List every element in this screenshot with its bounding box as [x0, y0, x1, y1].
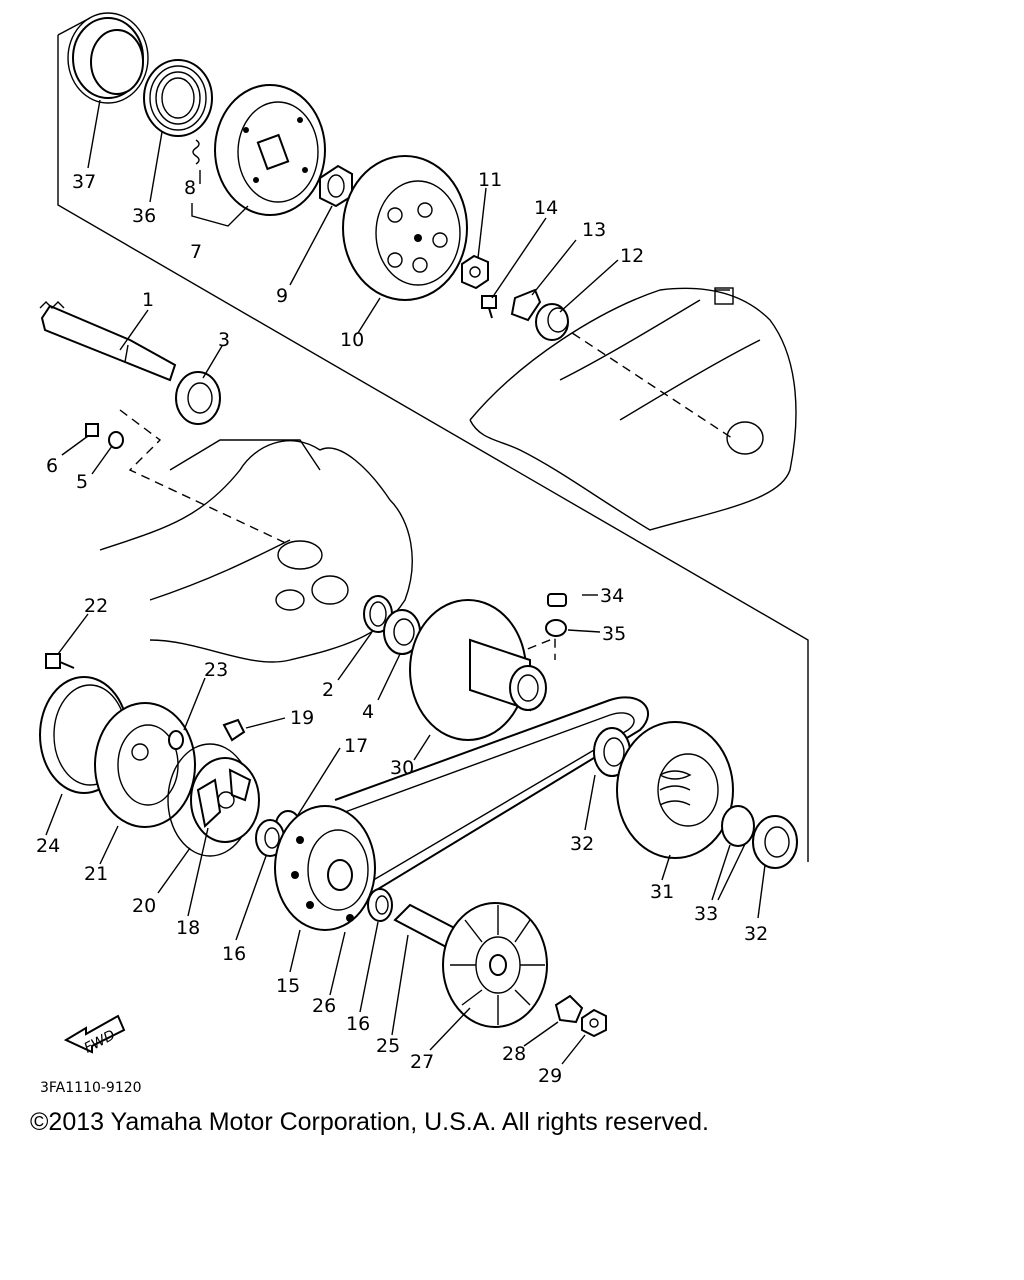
part-37-ring: [67, 12, 149, 104]
part-11-nut: [461, 254, 489, 290]
callouts: 37 36 8 7 9 10 11 14 13 12 1 3 6 5 22 23…: [36, 169, 768, 1087]
part-26-v-belt: [334, 696, 650, 901]
exploded-parts-diagram: FWD: [36, 12, 809, 1096]
part-21-cam-plate: [94, 702, 196, 828]
callout-37: 37: [72, 171, 96, 193]
callout-25: 25: [376, 1035, 400, 1057]
leader-lines: [45, 99, 766, 1065]
part-14-bolt: [481, 295, 497, 319]
callout-6: 6: [46, 455, 58, 477]
callout-32-lower: 32: [744, 923, 768, 945]
callout-16-lower: 16: [346, 1013, 370, 1035]
callout-15: 15: [276, 975, 300, 997]
callout-17: 17: [344, 735, 368, 757]
callout-32-upper: 32: [570, 833, 594, 855]
callout-23: 23: [204, 659, 228, 681]
callout-11: 11: [478, 169, 502, 191]
callout-4: 4: [362, 701, 374, 723]
callout-13: 13: [582, 219, 606, 241]
assembly-axis-lines: [119, 324, 736, 661]
callout-33: 33: [694, 903, 718, 925]
part-18-cam: [190, 757, 260, 843]
copyright-notice: ©2013 Yamaha Motor Corporation, U.S.A. A…: [30, 1108, 709, 1136]
callout-27: 27: [410, 1051, 434, 1073]
callout-1: 1: [142, 289, 154, 311]
callout-34: 34: [600, 585, 624, 607]
fwd-arrow-icon: FWD: [63, 1014, 126, 1057]
part-27-fan-sheave: [442, 902, 548, 1028]
part-30-secondary-sheave: [409, 599, 547, 741]
crankcase-outline: [99, 439, 413, 663]
callout-24: 24: [36, 835, 60, 857]
callout-20: 20: [132, 895, 156, 917]
part-7-clutch-carrier: [214, 84, 326, 216]
callout-2: 2: [322, 679, 334, 701]
callout-8: 8: [184, 177, 196, 199]
callout-30: 30: [390, 757, 414, 779]
part-1-shaft: [39, 301, 177, 382]
part-15-primary-sheave: [274, 805, 376, 931]
callout-16-upper: 16: [222, 943, 246, 965]
part-33-shim: [721, 805, 755, 847]
part-3-bearing: [175, 371, 221, 425]
callout-3: 3: [218, 329, 230, 351]
part-35-washer: [545, 619, 567, 637]
callout-22: 22: [84, 595, 108, 617]
callout-26: 26: [312, 995, 336, 1017]
part-31-sliding-sheave: [616, 721, 734, 859]
part-6-bolt: [85, 423, 99, 437]
part-23-damper: [168, 730, 184, 750]
callout-21: 21: [84, 863, 108, 885]
part-13-plate: [510, 288, 542, 322]
part-16-seal-lower: [367, 888, 393, 922]
part-32-seal-lower: [752, 815, 798, 869]
part-10-clutch-drum: [342, 155, 468, 301]
drawing-code: 3FA1110-9120: [40, 1080, 142, 1096]
part-34-bolt: [547, 593, 567, 607]
part-29-nut: [581, 1008, 607, 1038]
part-36-spring-stack: [143, 59, 213, 137]
callout-10: 10: [340, 329, 364, 351]
part-5-washer: [108, 431, 124, 449]
clutch-cover-outline: [469, 287, 797, 531]
callout-28: 28: [502, 1043, 526, 1065]
part-28-plate: [554, 994, 584, 1024]
callout-5: 5: [76, 471, 88, 493]
callout-29: 29: [538, 1065, 562, 1087]
part-22-screw: [45, 653, 75, 669]
callout-12: 12: [620, 245, 644, 267]
part-12-bearing: [535, 303, 569, 341]
callout-35: 35: [602, 623, 626, 645]
callout-31: 31: [650, 881, 674, 903]
part-19-slider: [222, 718, 246, 742]
callout-9: 9: [276, 285, 288, 307]
callout-19: 19: [290, 707, 314, 729]
callout-7: 7: [190, 241, 202, 263]
callout-14: 14: [534, 197, 558, 219]
callout-18: 18: [176, 917, 200, 939]
callout-36: 36: [132, 205, 156, 227]
part-8-spring: [192, 139, 200, 165]
